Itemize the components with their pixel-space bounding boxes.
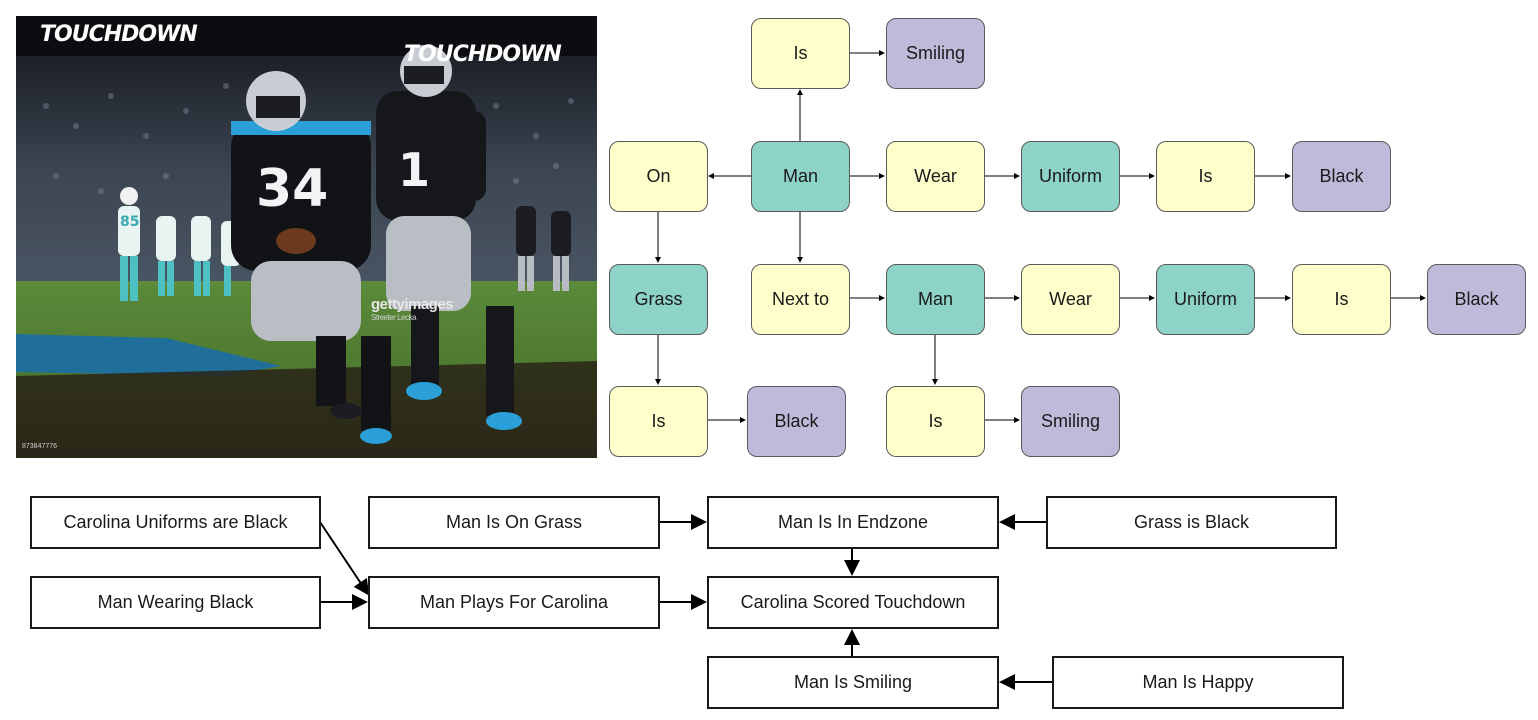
node-uniform-2: Uniform <box>1156 264 1255 335</box>
node-wear-2: Wear <box>1021 264 1120 335</box>
node-on: On <box>609 141 708 212</box>
football-photo: 85 1 34 TOUCHDOWN <box>16 16 597 458</box>
box-man-wearing-black: Man Wearing Black <box>30 576 321 629</box>
node-is-top: Is <box>751 18 850 89</box>
jersey-number-back: 1 <box>398 143 430 197</box>
node-black-grass: Black <box>747 386 846 457</box>
edge-uniforms-plays <box>319 521 370 596</box>
jersey-number-front: 34 <box>256 159 328 219</box>
getty-watermark: gettyimages Streeter Lecka <box>371 296 454 322</box>
node-wear-1: Wear <box>886 141 985 212</box>
node-smiling-top: Smiling <box>886 18 985 89</box>
box-man-in-endzone: Man Is In Endzone <box>707 496 999 549</box>
stadium-scene: 85 1 34 <box>16 16 597 458</box>
box-man-is-happy: Man Is Happy <box>1052 656 1344 709</box>
node-is-man2: Is <box>886 386 985 457</box>
touchdown-banner-right: TOUCHDOWN <box>404 42 562 67</box>
watermark-brand: gettyimages <box>371 296 454 313</box>
node-grass: Grass <box>609 264 708 335</box>
box-man-on-grass: Man Is On Grass <box>368 496 660 549</box>
box-man-plays-carolina: Man Plays For Carolina <box>368 576 660 629</box>
node-man-1: Man <box>751 141 850 212</box>
box-carolina-uniforms-black: Carolina Uniforms are Black <box>30 496 321 549</box>
node-black-2: Black <box>1427 264 1526 335</box>
node-black-1: Black <box>1292 141 1391 212</box>
box-carolina-scored-touchdown: Carolina Scored Touchdown <box>707 576 999 629</box>
node-is-2: Is <box>1292 264 1391 335</box>
node-man-2: Man <box>886 264 985 335</box>
node-is-1: Is <box>1156 141 1255 212</box>
photo-id: 873847776 <box>22 443 58 450</box>
node-next-to: Next to <box>751 264 850 335</box>
watermark-credit: Streeter Lecka <box>371 313 417 322</box>
node-smiling-man2: Smiling <box>1021 386 1120 457</box>
node-uniform-1: Uniform <box>1021 141 1120 212</box>
jersey-number-opponent: 85 <box>120 214 139 230</box>
node-is-grass: Is <box>609 386 708 457</box>
touchdown-banner-left: TOUCHDOWN <box>40 22 198 47</box>
box-grass-is-black: Grass is Black <box>1046 496 1337 549</box>
box-man-is-smiling: Man Is Smiling <box>707 656 999 709</box>
